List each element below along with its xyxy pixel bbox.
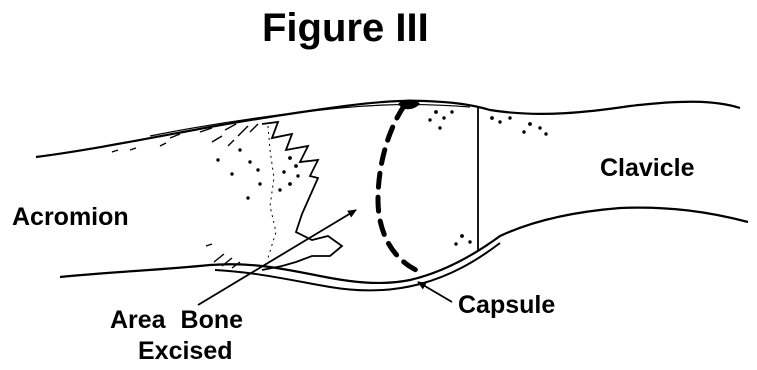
upper-cortex-line xyxy=(150,104,470,136)
capsule-label: Capsule xyxy=(458,293,555,318)
acromion-inner-edge xyxy=(268,126,276,258)
area-bone-excised-arrow xyxy=(198,210,356,305)
capsule-line xyxy=(215,243,500,290)
figure-title: Figure III xyxy=(262,8,429,48)
clavicle-label: Clavicle xyxy=(600,156,695,181)
upper-bone-contour xyxy=(36,101,740,157)
excised-label: Excised xyxy=(138,339,233,364)
excision-dashed-line xyxy=(378,106,416,270)
area-bone-label: Area Bone xyxy=(110,308,243,333)
capsule-arrow xyxy=(418,282,452,302)
acromion-cut-edge xyxy=(262,122,342,270)
bone-stippling xyxy=(112,111,547,268)
acromion-label: Acromion xyxy=(12,205,129,230)
lower-bone-contour xyxy=(60,208,748,283)
